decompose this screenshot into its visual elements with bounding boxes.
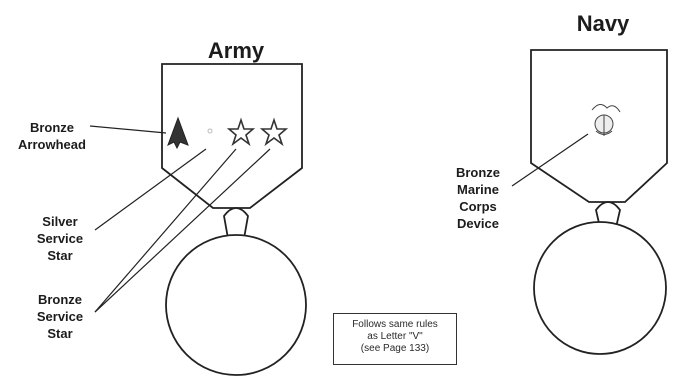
navy-title: Navy <box>576 11 630 36</box>
silver-star-leader <box>94 148 207 231</box>
note-line-3: (see Page 133) <box>360 343 430 354</box>
marine-device-label-line-1: Bronze <box>455 165 501 180</box>
silver-star-icon <box>207 128 213 134</box>
silver-star-label-line-1: Silver <box>42 214 78 229</box>
note-box: Follows same rules as Letter "V" (see Pa… <box>333 313 457 365</box>
arrowhead-label-line-2: Arrowhead <box>18 137 86 152</box>
silver-star-label-line-3: Star <box>47 248 73 263</box>
army-ribbon <box>161 63 303 209</box>
army-title: Army <box>207 38 265 63</box>
marine-device-label: Bronze Marine Corps Device <box>440 164 516 232</box>
bronze-star-label-line-1: Bronze <box>37 292 83 307</box>
bronze-star-icon-1 <box>226 117 256 147</box>
eagle-globe-anchor-icon <box>591 104 621 136</box>
bronze-star-label: Bronze Service Star <box>28 291 92 342</box>
bronze-star-label-line-3: Star <box>47 326 73 341</box>
bronze-star-leader-2 <box>94 148 271 313</box>
arrowhead-leader <box>89 125 167 134</box>
navy-medal <box>530 49 668 355</box>
marine-device-label-line-4: Device <box>457 216 499 231</box>
arrowhead-label-line-1: Bronze <box>29 120 75 135</box>
note-line-1: Follows same rules <box>352 319 438 330</box>
bronze-star-leader-1 <box>94 148 237 313</box>
arrowhead-label: Bronze Arrowhead <box>12 119 92 153</box>
marine-device-label-line-3: Corps <box>459 199 497 214</box>
army-leader-lines <box>89 125 271 313</box>
army-medal <box>161 63 307 376</box>
marine-device-label-line-2: Marine <box>457 182 499 197</box>
marine-device-leader <box>511 133 589 187</box>
silver-star-label: Silver Service Star <box>28 213 92 264</box>
note-line-2: as Letter "V" <box>367 331 423 342</box>
navy-medallion <box>533 221 667 355</box>
arrowhead-icon <box>167 116 189 150</box>
army-medallion <box>165 234 307 376</box>
silver-star-label-line-2: Service <box>36 231 84 246</box>
bronze-star-label-line-2: Service <box>36 309 84 324</box>
bronze-star-icon-2 <box>259 117 289 147</box>
